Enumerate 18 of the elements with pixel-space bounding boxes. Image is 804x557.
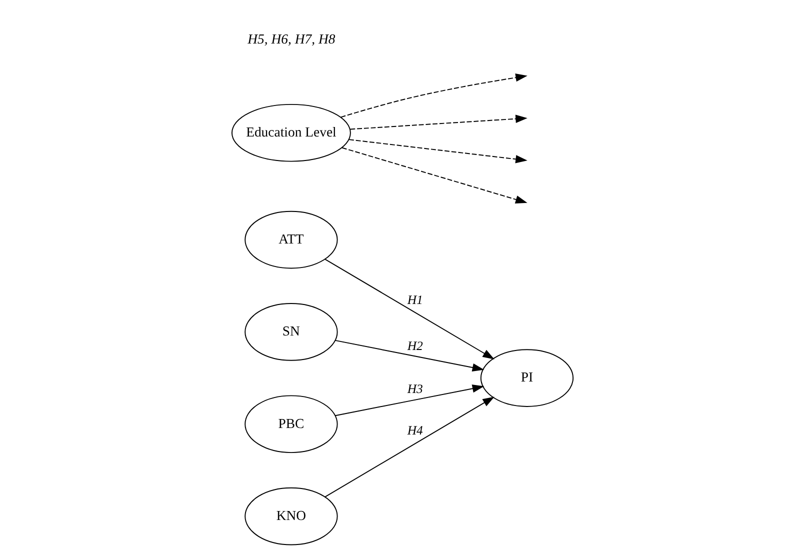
arrow [334,340,484,372]
edge-label: H2 [406,338,422,353]
arrow [324,258,494,360]
arrow [349,114,527,130]
edge-label: H1 [406,292,422,307]
arrow [334,384,484,416]
label: H5, H6, H7, H8 [247,31,335,46]
arrow [324,396,494,498]
edge-label: H3 [406,382,422,396]
arrow [348,139,527,164]
node-ellipse: KNO [244,487,338,546]
arrow [341,147,527,204]
edge-label: H4 [406,423,422,438]
node-ellipse: Education Level [230,104,350,162]
node-ellipse: PBC [244,395,338,454]
node-ellipse: ATT [244,210,338,269]
arrow [340,74,527,118]
node-ellipse: SN [244,303,338,361]
